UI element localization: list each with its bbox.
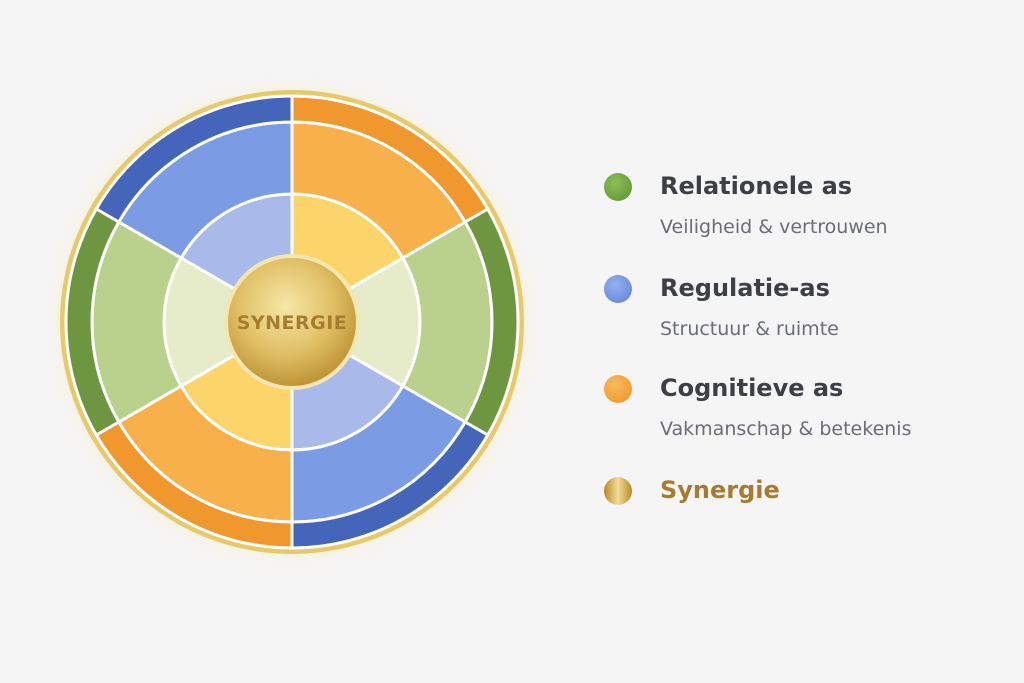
legend-title-regulation: Regulatie-as xyxy=(660,274,830,302)
gold-dot-icon xyxy=(604,477,632,505)
center-label: SYNERGIE xyxy=(237,312,348,334)
legend-item-relational: Relationele as Veiligheid & vertrouwen xyxy=(604,168,1004,270)
legend-subtitle-cognitive: Vakmanschap & betekenis xyxy=(660,418,912,440)
legend-subtitle-relational: Veiligheid & vertrouwen xyxy=(660,216,888,238)
legend-title-synergy: Synergie xyxy=(660,476,780,504)
legend-subtitle-regulation: Structuur & ruimte xyxy=(660,318,839,340)
synergy-wheel: SYNERGIE xyxy=(40,70,550,580)
legend-title-relational: Relationele as xyxy=(660,172,853,200)
legend-item-regulation: Regulatie-as Structuur & ruimte xyxy=(604,270,1004,370)
legend-item-synergy: Synergie xyxy=(604,472,1004,508)
orange-dot-icon xyxy=(604,375,632,403)
legend-item-cognitive: Cognitieve as Vakmanschap & betekenis xyxy=(604,370,1004,472)
center-medallion xyxy=(224,254,360,390)
wheel-svg: SYNERGIE xyxy=(40,70,544,574)
blue-dot-icon xyxy=(604,275,632,303)
segment-green-left-ring-3 xyxy=(64,206,121,438)
legend: Relationele as Veiligheid & vertrouwen R… xyxy=(604,168,1004,508)
green-dot-icon xyxy=(604,173,632,201)
legend-title-cognitive: Cognitieve as xyxy=(660,374,844,402)
